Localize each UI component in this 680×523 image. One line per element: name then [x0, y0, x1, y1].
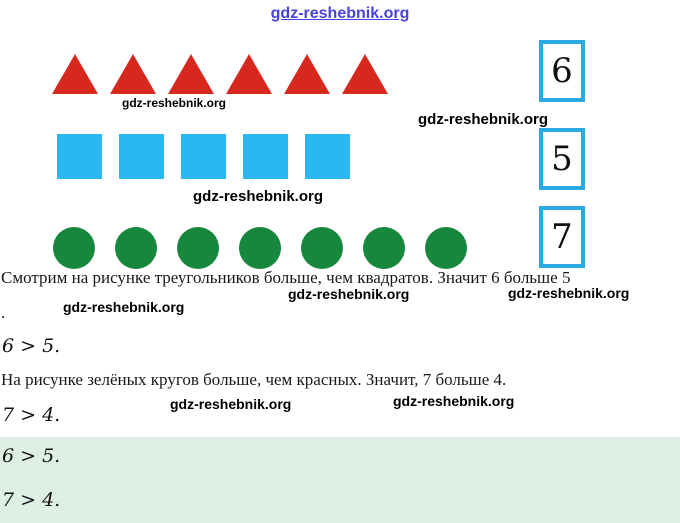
circle-shape [301, 227, 343, 269]
square-shape [243, 134, 288, 179]
watermark-text: gdz-reshebnik.org [393, 393, 515, 409]
circle-shape [363, 227, 405, 269]
square-shape [181, 134, 226, 179]
triangle-shape [342, 54, 388, 94]
square-shape [305, 134, 350, 179]
site-watermark-link[interactable]: gdz-reshebnik.org [270, 5, 410, 22]
watermark-text: gdz-reshebnik.org [122, 96, 227, 110]
triangle-shape [168, 54, 214, 94]
solution-equation-2: 7 > 4. [2, 404, 61, 426]
circle-shape [177, 227, 219, 269]
count-box-circles: 7 [539, 206, 585, 268]
circle-shape [425, 227, 467, 269]
circles-row [53, 227, 467, 269]
triangle-shape [52, 54, 98, 94]
count-box-triangles: 6 [539, 40, 585, 102]
solution-sentence-1: Смотрим на рисунке треугольников больше,… [1, 268, 571, 287]
triangles-row [52, 54, 388, 94]
circle-shape [115, 227, 157, 269]
count-box-triangles-value: 6 [551, 51, 573, 91]
watermark-text: gdz-reshebnik.org [63, 299, 185, 315]
count-box-circles-value: 7 [551, 217, 573, 257]
answer-equation-1: 6 > 5. [2, 445, 61, 467]
solution-sentence-1-tail: . [1, 303, 6, 322]
watermark-text: gdz-reshebnik.org [288, 286, 410, 302]
watermark-text: gdz-reshebnik.org [418, 111, 549, 128]
square-shape [57, 134, 102, 179]
answer-box: 6 > 5. 7 > 4. [0, 437, 680, 523]
circle-shape [239, 227, 281, 269]
count-box-squares: 5 [539, 128, 585, 190]
triangle-shape [284, 54, 330, 94]
watermark-text: gdz-reshebnik.org [193, 188, 324, 205]
count-box-squares-value: 5 [551, 139, 573, 179]
answer-equation-2: 7 > 4. [2, 489, 61, 511]
solution-equation-1: 6 > 5. [2, 335, 61, 357]
squares-row [57, 134, 350, 179]
watermark-text: gdz-reshebnik.org [508, 285, 630, 301]
watermark-text: gdz-reshebnik.org [170, 396, 292, 412]
solution-sentence-2: На рисунке зелёных кругов больше, чем кр… [1, 370, 507, 389]
circle-shape [53, 227, 95, 269]
triangle-shape [226, 54, 272, 94]
square-shape [119, 134, 164, 179]
triangle-shape [110, 54, 156, 94]
